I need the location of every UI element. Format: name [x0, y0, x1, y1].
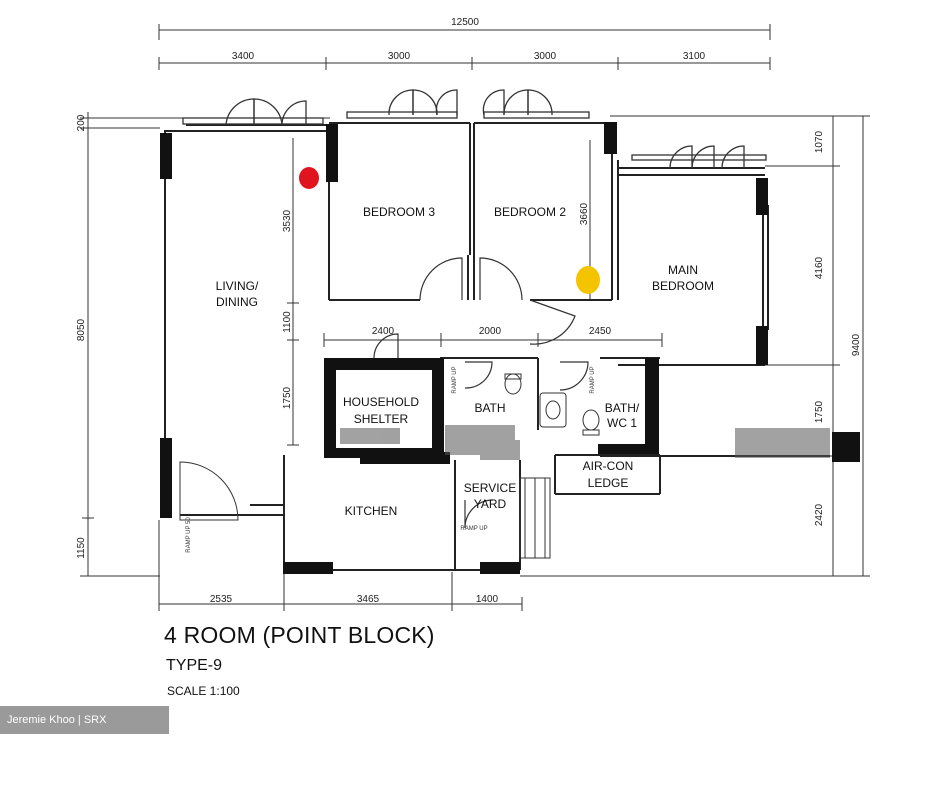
label-yard-line2: YARD — [474, 497, 507, 511]
dim-top-3: 3000 — [534, 51, 557, 62]
label-bath-2: BATH — [474, 401, 505, 415]
dim-inner-3530: 3530 — [282, 209, 293, 232]
dim-top-2: 3000 — [388, 51, 411, 62]
plan-title: 4 ROOM (POINT BLOCK) — [164, 622, 435, 648]
label-main-bedroom-line1: MAIN — [668, 263, 698, 277]
label-ramp-living: RAMP UP 50 — [186, 517, 192, 553]
dim-left-200: 200 — [76, 114, 87, 131]
dim-inner-3660: 3660 — [579, 202, 590, 225]
dim-overall-width: 12500 — [451, 17, 479, 28]
dim-mid-1: 2400 — [372, 326, 395, 337]
red-marker — [299, 167, 319, 189]
dim-right-9400: 9400 — [851, 333, 862, 356]
dim-bottom-2: 3465 — [357, 594, 380, 605]
label-bedroom-3: BEDROOM 3 — [363, 205, 435, 219]
plan-scale: SCALE 1:100 — [167, 684, 240, 698]
structural-walls — [160, 122, 860, 574]
dim-right-1070: 1070 — [814, 130, 825, 153]
plan-type: TYPE-9 — [166, 657, 223, 674]
label-living-line2: DINING — [216, 295, 258, 309]
dim-inner-1100: 1100 — [282, 311, 293, 333]
sanitary-fixtures — [504, 373, 600, 559]
toilet-bath1 — [582, 409, 600, 431]
dim-mid-3: 2450 — [589, 326, 612, 337]
dim-top-1: 3400 — [232, 51, 255, 62]
dim-left-8050: 8050 — [76, 318, 87, 341]
doors — [179, 257, 589, 529]
dim-bottom-1: 2535 — [210, 594, 233, 605]
label-bath-1-line1: BATH/ — [605, 401, 640, 415]
blurred-detail — [340, 425, 830, 460]
dim-left-1150: 1150 — [76, 537, 87, 559]
dim-mid-2: 2000 — [479, 326, 502, 337]
label-aircon-line2: LEDGE — [588, 476, 629, 490]
label-shelter-line2: SHELTER — [354, 412, 409, 426]
label-aircon-line1: AIR-CON — [583, 459, 634, 473]
label-ramp-bath2: RAMP UP — [452, 366, 458, 393]
label-main-bedroom-line2: BEDROOM — [652, 279, 714, 293]
dim-right-2420: 2420 — [814, 503, 825, 526]
yellow-marker — [576, 266, 600, 294]
label-ramp-yard: RAMP UP — [460, 526, 487, 532]
dimension-lines — [80, 24, 870, 611]
dim-inner-1750: 1750 — [282, 386, 293, 409]
label-ramp-bath1: RAMP UP — [590, 366, 596, 393]
basin — [539, 392, 567, 428]
label-yard-line1: SERVICE — [464, 481, 516, 495]
windows — [182, 89, 767, 169]
dim-right-4160: 4160 — [814, 256, 825, 279]
label-bedroom-2: BEDROOM 2 — [494, 205, 566, 219]
dim-right-1750: 1750 — [814, 400, 825, 423]
credit-watermark: Jeremie Khoo | SRX PROPERTY — [0, 706, 169, 754]
label-living-line1: LIVING/ — [216, 279, 259, 293]
label-shelter-line1: HOUSEHOLD — [343, 395, 419, 409]
toilet-bath2 — [504, 373, 522, 395]
label-kitchen: KITCHEN — [345, 504, 398, 518]
label-bath-1-line2: WC 1 — [607, 416, 637, 430]
dim-top-4: 3100 — [683, 51, 706, 62]
dim-bottom-3: 1400 — [476, 594, 499, 605]
